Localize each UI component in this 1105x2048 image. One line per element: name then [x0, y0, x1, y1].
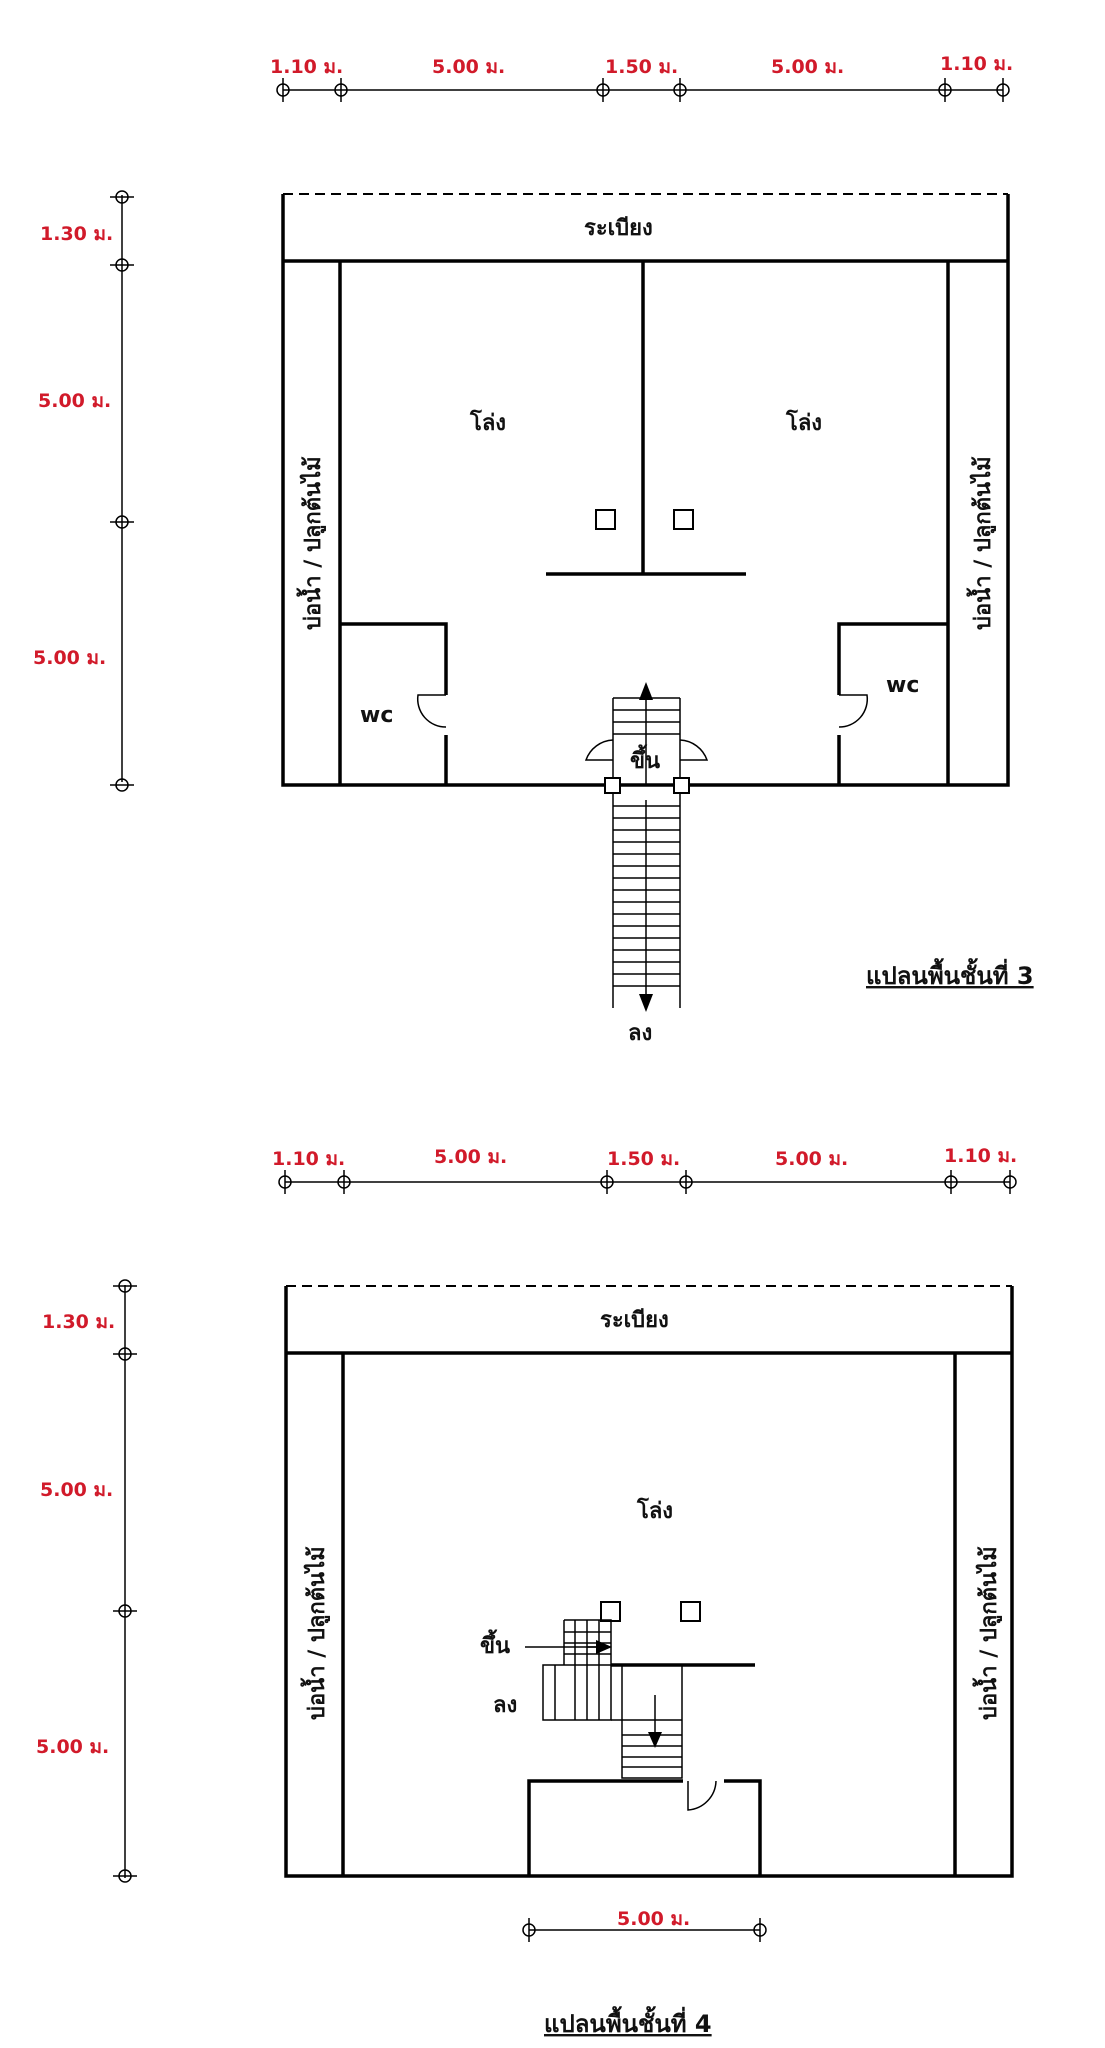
floor4-dim-side-3: 5.00 ม. [36, 1736, 109, 1758]
floor4-dim-top-1: 1.10 ม. [272, 1148, 345, 1170]
floor4-dim-top-4: 5.00 ม. [775, 1148, 848, 1170]
floor4-side-dimension-line [113, 1279, 137, 1883]
floor4-room-label: โล่ง [636, 1497, 673, 1524]
floor4-top-dimension-line [278, 1170, 1017, 1194]
floor4-stair-down-label: ลง [493, 1693, 517, 1718]
floor3-dim-side-3: 5.00 ม. [33, 647, 106, 669]
floor3-side-right-label: บ่อน้ำ / ปลูกต้นไม้ [966, 456, 997, 630]
floor4-dim-top-2: 5.00 ม. [434, 1146, 507, 1168]
floor3-title: แปลนพื้นชั้นที่ 3 [866, 957, 1034, 990]
floor4-column [600, 1601, 621, 1622]
floor3-room-right-label: โล่ง [785, 409, 822, 436]
floor3-dim-top-2: 5.00 ม. [432, 56, 505, 78]
floor3-wc-left-wall [340, 622, 448, 785]
floor4-bottom-dimension-line [522, 1918, 767, 1942]
floor3-wc-right-wall [837, 622, 948, 785]
floor3-column [595, 509, 616, 530]
floor3-wc-left-label: wc [360, 703, 393, 728]
floor3-dim-top-4: 5.00 ม. [771, 56, 844, 78]
floor3-plan: 1.10 ม. 5.00 ม. 1.50 ม. 5.00 ม. 1.10 ม. … [33, 53, 1034, 1046]
floor3-stair-column [604, 777, 621, 794]
floor3-room-left-label: โล่ง [469, 409, 506, 436]
floor3-stair-up-arrow-icon [639, 682, 653, 700]
floor4-dim-side-1: 1.30 ม. [42, 1311, 115, 1333]
floor4-stair [542, 1619, 683, 1779]
floor4-stair-down-arrow-icon [648, 1732, 662, 1748]
floor3-dim-top-1: 1.10 ม. [270, 56, 343, 78]
floor3-wc-left-door [416, 694, 447, 728]
floor3-dim-side-2: 5.00 ม. [38, 390, 111, 412]
floor3-side-left-label: บ่อน้ำ / ปลูกต้นไม้ [296, 456, 327, 630]
floor3-dim-top-5: 1.10 ม. [940, 53, 1013, 75]
floor3-stair-down-arrow-icon [639, 994, 653, 1012]
floor3-wc-right-label: wc [886, 673, 919, 698]
floor4-title: แปลนพื้นชั้นที่ 4 [544, 2005, 712, 2038]
floor4-side-right-label: บ่อน้ำ / ปลูกต้นไม้ [972, 1546, 1003, 1720]
floor4-dim-side-2: 5.00 ม. [40, 1479, 113, 1501]
floor4-dim-bottom: 5.00 ม. [617, 1908, 690, 1930]
floor3-top-dimension-line [276, 78, 1010, 102]
floor3-dim-top-3: 1.50 ม. [605, 56, 678, 78]
floor4-balcony-label: ระเบียง [600, 1308, 669, 1333]
floor4-dim-top-3: 1.50 ม. [607, 1148, 680, 1170]
floor4-stair-up-arrow-icon [596, 1640, 612, 1654]
floor4-lower-room-door [687, 1780, 717, 1811]
floor3-stair-column [673, 777, 690, 794]
floor3-stair-up-label: ขึ้น [630, 744, 660, 774]
floor4-side-left-label: บ่อน้ำ / ปลูกต้นไม้ [300, 1546, 331, 1720]
floor4-stair-up-label: ขึ้น [480, 1629, 510, 1659]
floor4-outer-wall [284, 1286, 1014, 1878]
floor3-dim-side-1: 1.30 ม. [40, 223, 113, 245]
floor3-wc-right-door [838, 694, 869, 728]
floor4-column [680, 1601, 701, 1622]
floor3-side-dimension-line [110, 190, 134, 792]
floor3-balcony-label: ระเบียง [584, 216, 653, 241]
floor4-plan: 1.10 ม. 5.00 ม. 1.50 ม. 5.00 ม. 1.10 ม. … [36, 1145, 1017, 2038]
floor4-lower-room-wall [527, 1779, 762, 1876]
floor4-dim-top-5: 1.10 ม. [944, 1145, 1017, 1167]
floor3-stair [584, 690, 709, 1008]
floor3-stair-down-label: ลง [628, 1021, 652, 1046]
floor3-column [673, 509, 694, 530]
